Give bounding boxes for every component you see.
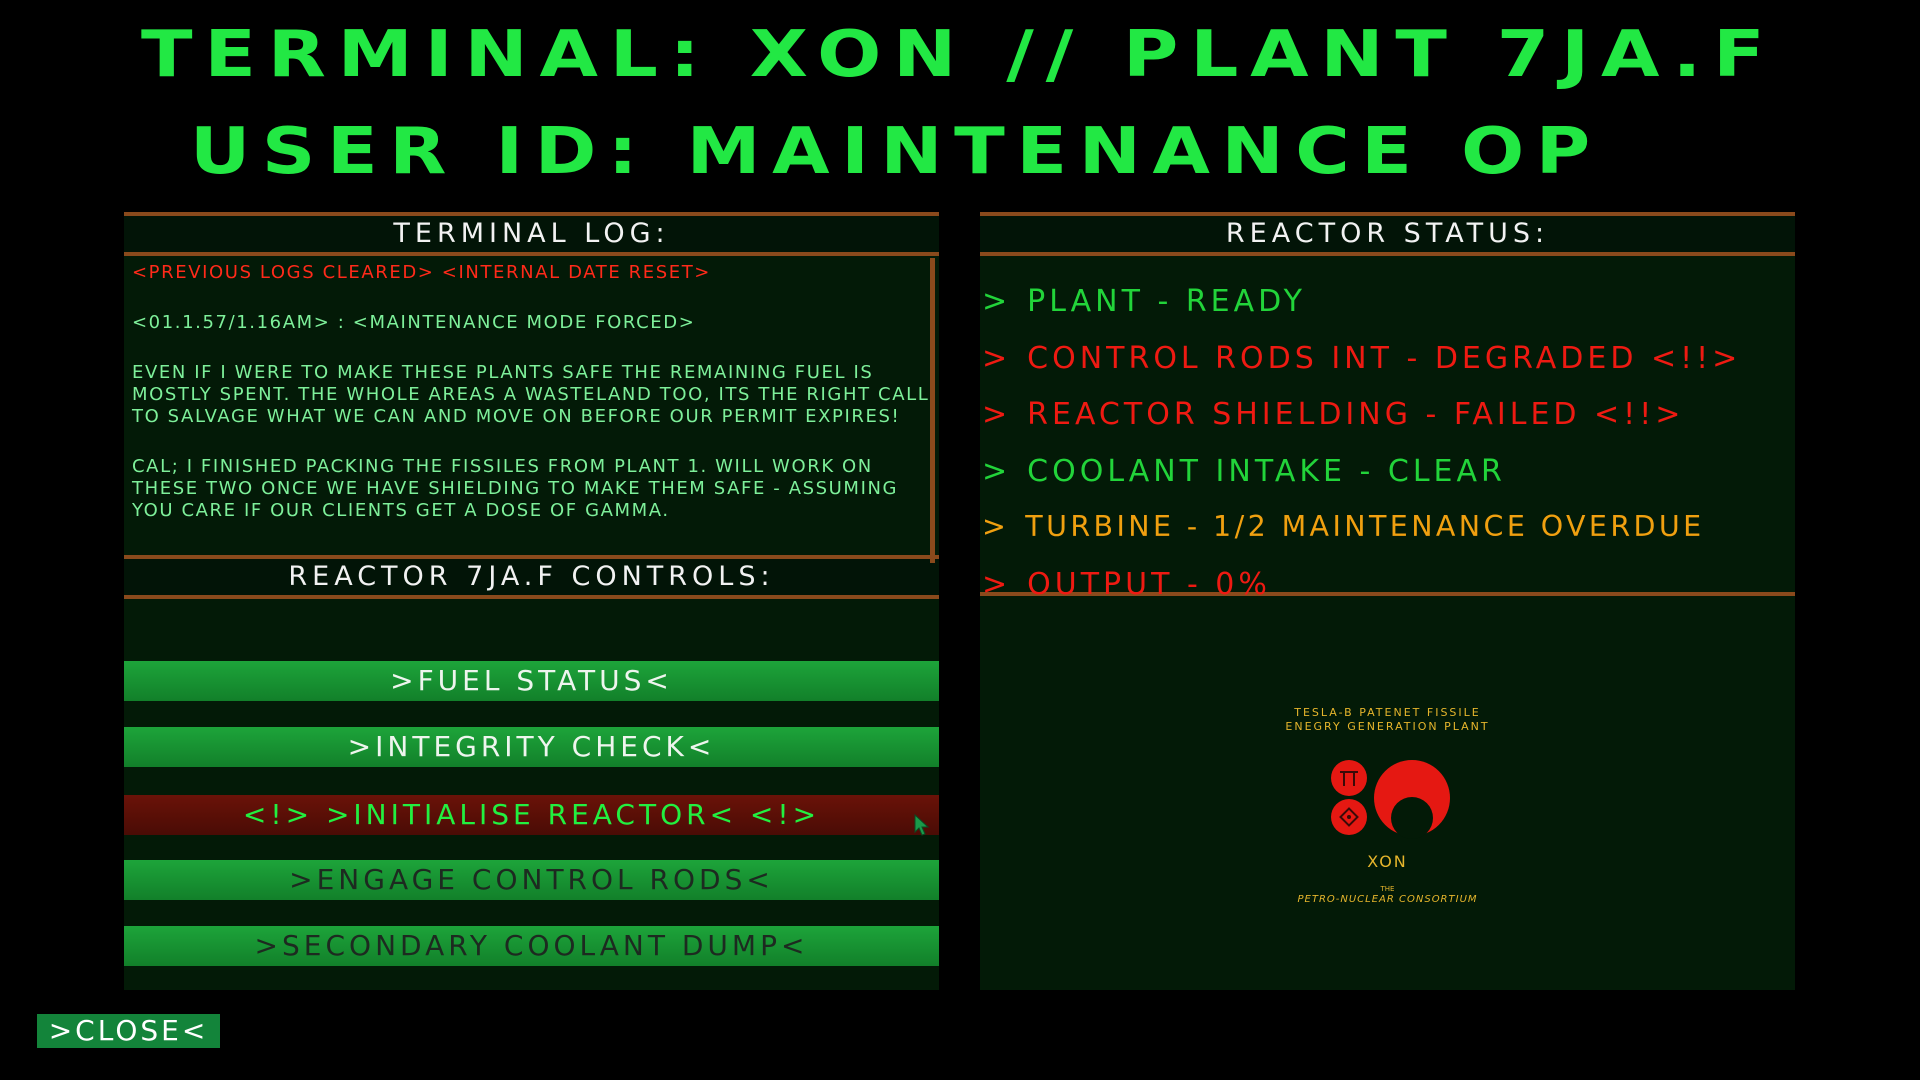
close-button[interactable]: >CLOSE< [37, 1014, 220, 1048]
log-alert: <PREVIOUS LOGS CLEARED> <INTERNAL DATE R… [132, 262, 711, 283]
status-item: > COOLANT INTAKE - CLEAR [980, 454, 1795, 511]
chevron-right-icon: > [982, 566, 1012, 602]
integrity-check-button[interactable]: >INTEGRITY CHECK< [124, 727, 939, 767]
secondary-coolant-dump-button[interactable]: >SECONDARY COOLANT DUMP< [124, 926, 939, 966]
log-paragraph: CAL; I FINISHED PACKING THE FISSILES FRO… [132, 456, 899, 521]
logo-line: ENEGRY GENERATION PLANT [1285, 720, 1490, 733]
fuel-status-button[interactable]: >FUEL STATUS< [124, 661, 939, 701]
user-id: USER ID: MAINTENANCE OP [190, 115, 1602, 189]
controls-header: REACTOR 7JA.F CONTROLS: [124, 555, 939, 599]
logo-caption: TESLA-B PATENET FISSILE ENEGRY GENERATIO… [980, 706, 1795, 734]
log-entry: <01.1.57/1.16AM> : <MAINTENANCE MODE FOR… [132, 312, 696, 333]
reactor-status-header: REACTOR STATUS: [980, 212, 1795, 256]
status-item: > TURBINE - 1/2 MAINTENANCE OVERDUE [980, 510, 1795, 567]
status-item: > OUTPUT - 0% [980, 567, 1795, 624]
status-item: > REACTOR SHIELDING - FAILED <!!> [980, 397, 1795, 454]
status-text: OUTPUT - 0% [1027, 566, 1271, 602]
chevron-right-icon: > [982, 284, 1012, 319]
status-text: CONTROL RODS INT - DEGRADED <!!> [1027, 340, 1742, 376]
engage-control-rods-button[interactable]: >ENGAGE CONTROL RODS< [124, 860, 939, 900]
left-panel: TERMINAL LOG: <PREVIOUS LOGS CLEARED> <I… [124, 212, 939, 990]
log-paragraph: EVEN IF I WERE TO MAKE THESE PLANTS SAFE… [132, 362, 930, 427]
logo-the: THE [1380, 885, 1395, 893]
logo-tagline: PETRO-NUCLEAR CONSORTIUM [1297, 894, 1478, 905]
chevron-right-icon: > [982, 453, 1012, 489]
status-text: COOLANT INTAKE - CLEAR [1027, 453, 1506, 489]
status-item: > PLANT - READY [980, 284, 1795, 341]
chevron-right-icon: > [982, 510, 1010, 543]
status-text: TURBINE - 1/2 MAINTENANCE OVERDUE [1025, 510, 1705, 543]
terminal-log-header: TERMINAL LOG: [124, 212, 939, 256]
logo-line: TESLA-B PATENET FISSILE [1294, 706, 1481, 719]
initialise-reactor-button[interactable]: <!> >INITIALISE REACTOR< <!> [124, 795, 939, 835]
status-item: > CONTROL RODS INT - DEGRADED <!!> [980, 341, 1795, 398]
status-text: PLANT - READY [1027, 284, 1306, 319]
log-scrollbar[interactable] [930, 258, 935, 563]
status-list: > PLANT - READY > CONTROL RODS INT - DEGRA… [980, 256, 1795, 602]
terminal-log: <PREVIOUS LOGS CLEARED> <INTERNAL DATE R… [124, 256, 939, 563]
mouse-cursor-icon [914, 814, 930, 836]
xon-logo-icon [1331, 760, 1450, 839]
terminal-title: TERMINAL: XON // PLANT 7JA.F [141, 18, 1777, 92]
logo-brand: XON [1367, 852, 1408, 871]
chevron-right-icon: > [982, 397, 1012, 432]
status-text: REACTOR SHIELDING - FAILED <!!> [1027, 397, 1685, 432]
right-panel: REACTOR STATUS: > PLANT - READY > CONTROL … [980, 212, 1795, 990]
chevron-right-icon: > [982, 340, 1012, 376]
